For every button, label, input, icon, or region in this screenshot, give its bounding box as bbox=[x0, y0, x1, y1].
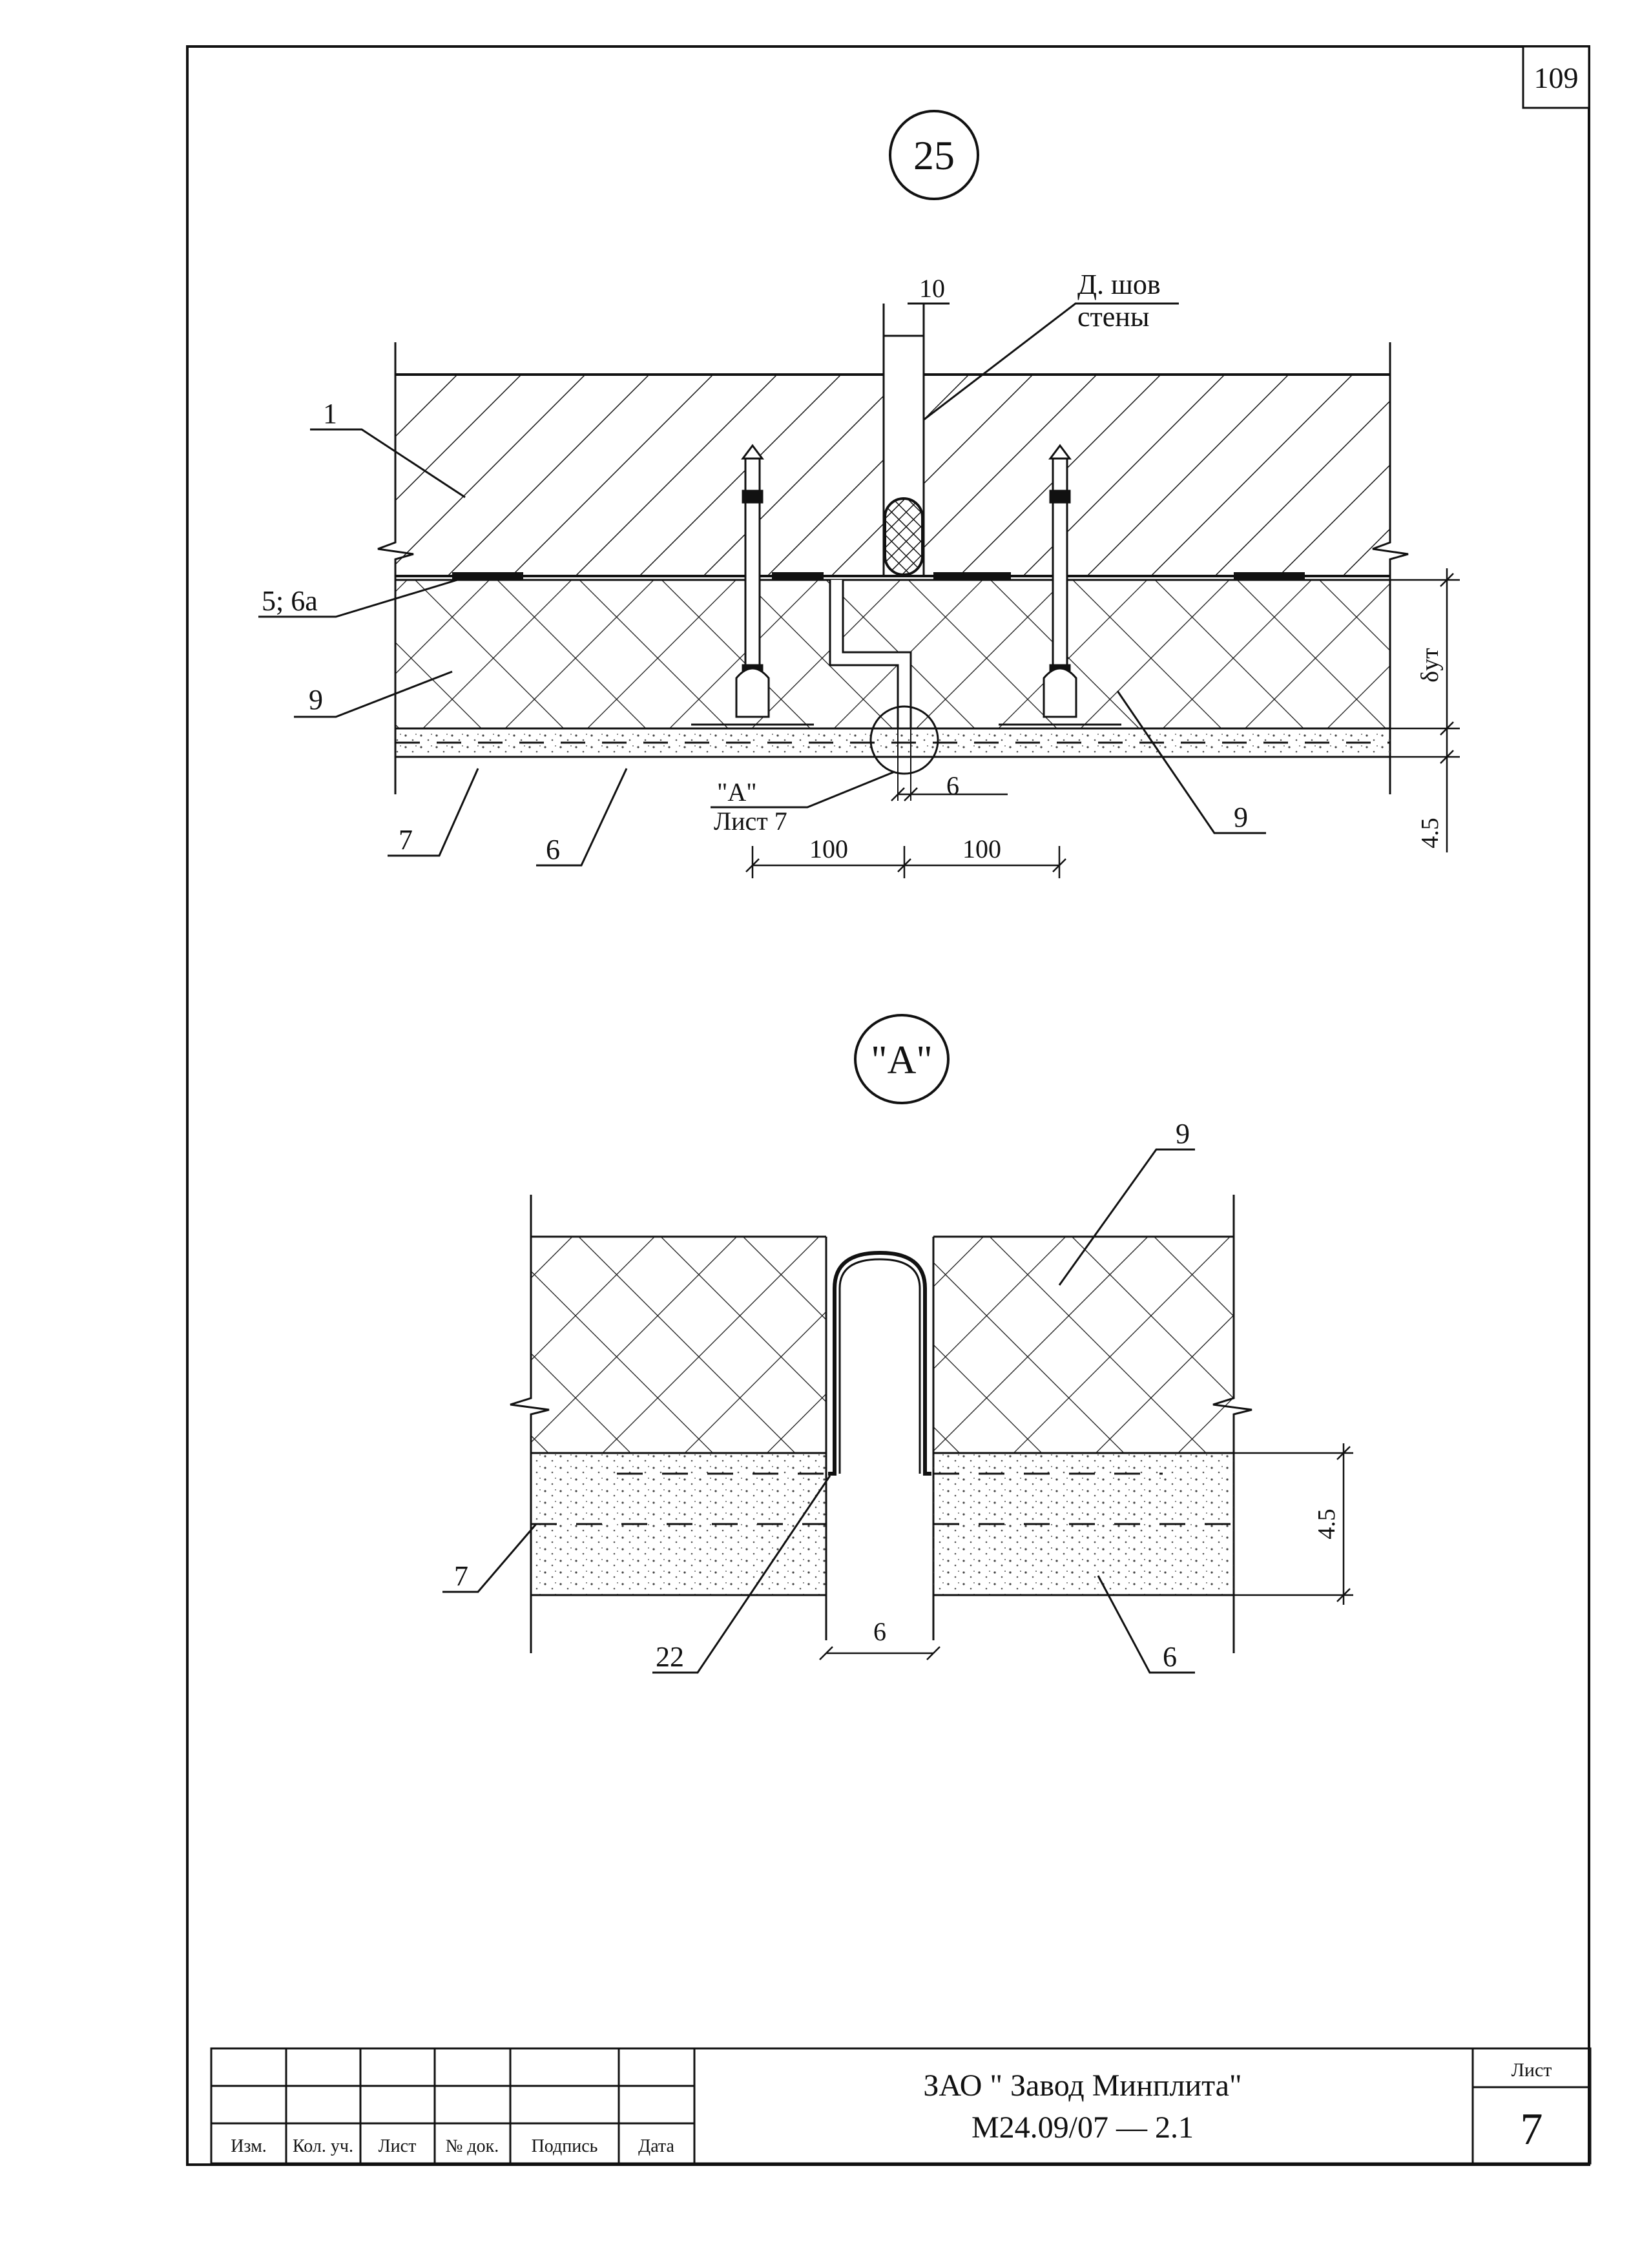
callout-6: 6 bbox=[546, 834, 560, 865]
leaders-25 bbox=[258, 302, 1266, 867]
header-doc-no: № док. bbox=[446, 2136, 499, 2156]
detail-ref-circle bbox=[869, 705, 939, 775]
header-signature: Подпись bbox=[532, 2136, 598, 2156]
wall-concrete bbox=[377, 335, 1409, 794]
detail-A: "A" bbox=[442, 1014, 1353, 1674]
callout-A-7: 7 bbox=[454, 1560, 468, 1592]
render-layer bbox=[395, 730, 1390, 758]
callout-1: 1 bbox=[323, 398, 337, 429]
detail-25: 25 bbox=[258, 110, 1460, 878]
joint-profile bbox=[828, 1250, 931, 1476]
callout-A-22: 22 bbox=[656, 1641, 684, 1673]
dim-thickness bbox=[1390, 568, 1460, 852]
callout-5-6a: 5; 6а bbox=[262, 585, 318, 617]
callout-A-6: 6 bbox=[1163, 1641, 1177, 1673]
dim-insulation-thickness: δут bbox=[1417, 648, 1444, 683]
joint-note-line1: Д. шов bbox=[1077, 269, 1161, 300]
detail-marker-A-circle bbox=[854, 1014, 950, 1104]
dim-A-gap: 6 bbox=[873, 1617, 886, 1646]
dim-render-thickness: 4.5 bbox=[1417, 818, 1444, 849]
dim-gap-value: 6 bbox=[946, 771, 959, 800]
page-number: 109 bbox=[1534, 61, 1579, 94]
document-code: М24.09/07 — 2.1 bbox=[971, 2110, 1194, 2145]
dim-joint-width: 10 bbox=[919, 274, 945, 303]
joint-note-line2: стены bbox=[1077, 301, 1149, 333]
header-kol-uch: Кол. уч. bbox=[293, 2136, 353, 2156]
organization-name: ЗАО " Завод Минплита" bbox=[923, 2068, 1241, 2103]
page-frame bbox=[186, 45, 1590, 2166]
detail-marker-A: "A" bbox=[871, 1038, 932, 1082]
insulation-layer bbox=[395, 579, 1390, 730]
header-izm: Изм. bbox=[231, 2136, 267, 2156]
callout-9-right: 9 bbox=[1234, 801, 1248, 833]
callout-A-9: 9 bbox=[1176, 1118, 1190, 1149]
dowel-right bbox=[999, 444, 1121, 726]
dim-spacing-left: 100 bbox=[809, 834, 848, 863]
ref-A: "A" bbox=[717, 778, 757, 807]
dim-spacing bbox=[745, 846, 1066, 878]
dim-A-render: 4.5 bbox=[1313, 1509, 1340, 1540]
dim-gap bbox=[891, 787, 1008, 801]
ref-sheet: Лист 7 bbox=[714, 807, 787, 836]
adhesive-strips bbox=[452, 572, 1305, 580]
sheet-number: 7 bbox=[1521, 2105, 1543, 2154]
detail-marker-25: 25 bbox=[913, 132, 955, 178]
dowel-left bbox=[691, 444, 814, 726]
callout-9-left: 9 bbox=[309, 684, 323, 716]
header-list: Лист bbox=[379, 2136, 417, 2156]
title-block bbox=[210, 2047, 1592, 2165]
dim-spacing-right: 100 bbox=[962, 834, 1001, 863]
sheet-label: Лист bbox=[1512, 2059, 1552, 2081]
callout-7: 7 bbox=[399, 824, 413, 856]
detail-marker-circle bbox=[889, 110, 979, 200]
header-date: Дата bbox=[638, 2136, 674, 2156]
